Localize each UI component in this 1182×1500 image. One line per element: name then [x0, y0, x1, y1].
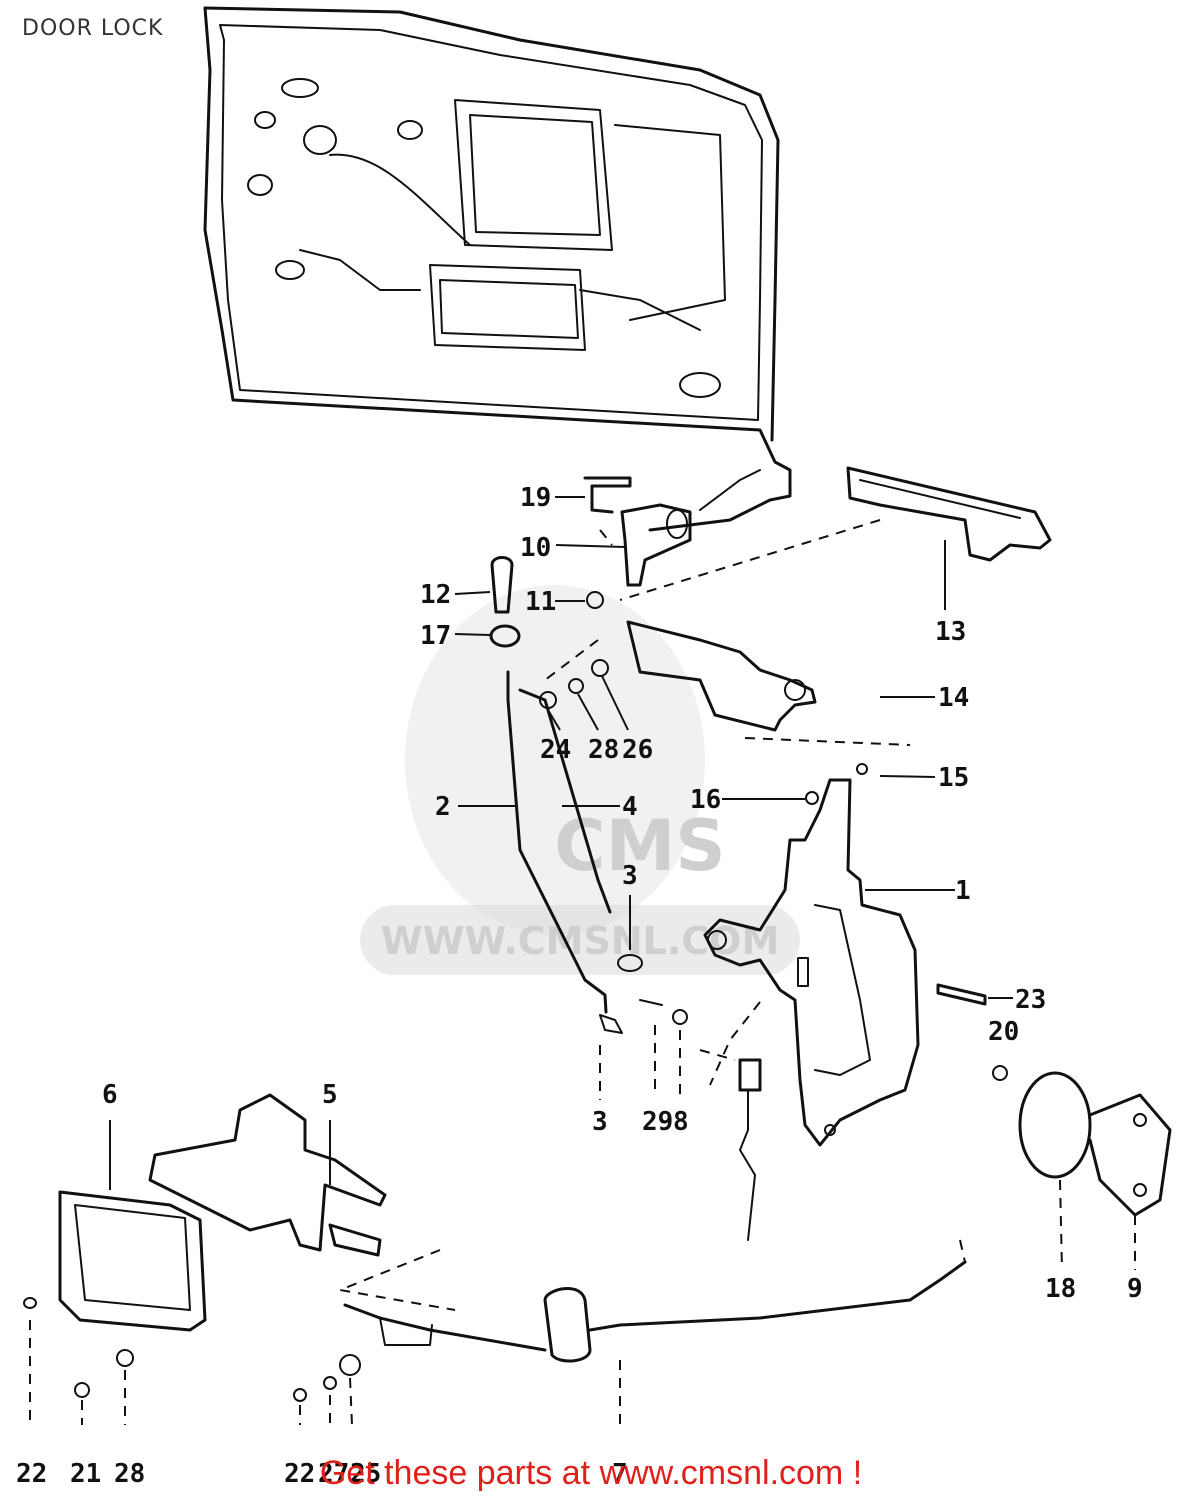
- callout-4: 4: [622, 792, 638, 822]
- callout-7: 7: [612, 1459, 628, 1489]
- callout-28-upper: 28: [588, 735, 619, 765]
- callout-9: 9: [1127, 1274, 1143, 1304]
- callout-29: 29: [642, 1107, 673, 1137]
- clips-29-8-and-cable: [639, 999, 762, 1241]
- callout-3-upper: 3: [622, 861, 638, 891]
- callout-5: 5: [322, 1080, 338, 1110]
- callout-6: 6: [102, 1080, 118, 1110]
- callout-22-left: 22: [16, 1459, 47, 1489]
- callout-1: 1: [955, 876, 971, 906]
- callout-25: 25: [350, 1459, 381, 1489]
- callout-15: 15: [938, 763, 969, 793]
- lock-body-1: [703, 763, 920, 1147]
- striker-18-9: [936, 983, 1172, 1217]
- callout-2: 2: [435, 792, 451, 822]
- rods-2-4: [506, 670, 643, 1034]
- callout-23: 23: [1015, 985, 1046, 1015]
- callout-10: 10: [520, 533, 551, 563]
- callout-16: 16: [690, 785, 721, 815]
- callout-3-lower: 3: [592, 1107, 608, 1137]
- watermark: WWW.CMSNL.COM CMS: [360, 585, 800, 975]
- callout-14: 14: [938, 683, 969, 713]
- callout-28-lower: 28: [114, 1459, 145, 1489]
- page-title: DOOR LOCK: [22, 16, 164, 41]
- promo-footer-text: Get these parts at www.cmsnl.com !: [319, 1454, 863, 1492]
- pin-12-bushing-17: [489, 556, 521, 648]
- leader-lines: [109, 496, 1013, 1190]
- lever-14: [539, 620, 817, 732]
- remote-rod-7: [23, 1260, 967, 1402]
- callout-21: 21: [70, 1459, 101, 1489]
- callout-27: 27: [318, 1459, 349, 1489]
- callout-13: 13: [935, 617, 966, 647]
- outside-handle-13: [846, 466, 1052, 562]
- watermark-logo: CMS: [554, 805, 725, 887]
- callout-24: 24: [540, 735, 571, 765]
- callout-20: 20: [988, 1017, 1019, 1047]
- callout-11: 11: [525, 587, 556, 617]
- callout-18: 18: [1045, 1274, 1076, 1304]
- bracket-parts-19-10: [583, 469, 761, 609]
- callout-22-right: 22: [284, 1459, 315, 1489]
- door-inner-panel: [203, 6, 792, 532]
- inside-handle-5-escutcheon-6: [58, 1093, 387, 1332]
- callout-17: 17: [420, 621, 451, 651]
- callout-labels: 19 10 12 11 17 13 14 24 28 26 15 16 2 4 …: [16, 483, 1143, 1489]
- callout-8: 8: [673, 1107, 689, 1137]
- callout-19: 19: [520, 483, 551, 513]
- callout-26: 26: [622, 735, 653, 765]
- callout-12: 12: [420, 580, 451, 610]
